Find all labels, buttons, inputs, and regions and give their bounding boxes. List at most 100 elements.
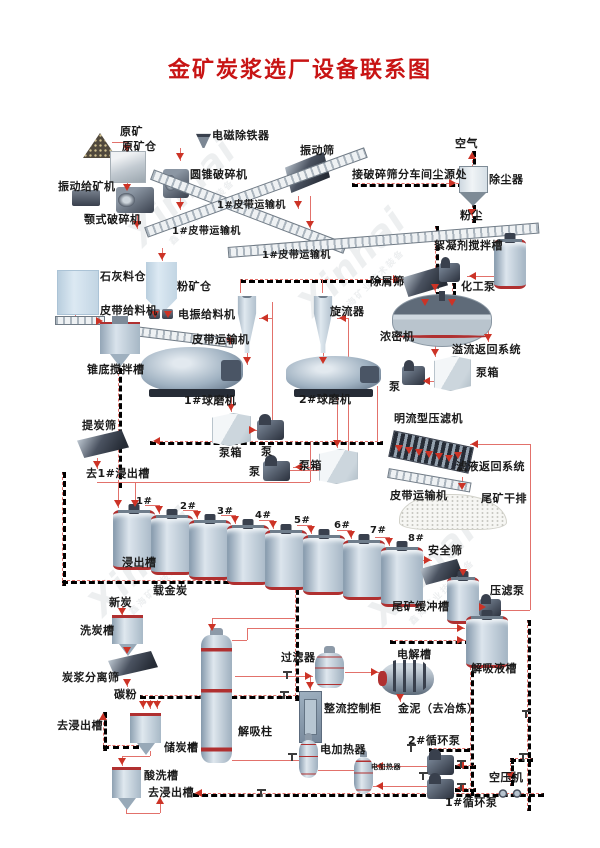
flow-arrow <box>295 463 302 471</box>
flow-arrow <box>424 556 431 564</box>
flow-arrow <box>99 713 107 720</box>
pipe <box>337 394 338 448</box>
label-pump-1: 泵 <box>261 445 273 458</box>
valve-icon <box>519 753 528 761</box>
pump-box-icon <box>434 356 471 391</box>
label-circulation-pump-2: 2#循环泵 <box>408 734 461 747</box>
flow-arrow <box>155 506 163 513</box>
label-belt-conveyor-3: 皮带运输机 <box>390 489 448 502</box>
pipe <box>318 770 354 771</box>
tailings-pile-icon <box>399 494 507 530</box>
label-pump-right: 泵 <box>389 380 401 393</box>
pipe <box>455 788 476 792</box>
flow-arrow <box>227 404 235 411</box>
flow-arrow <box>176 153 184 160</box>
label-circulation-pump-1: 1#循环泵 <box>445 796 498 809</box>
pipe <box>160 796 161 813</box>
label-desorption-liquid-tank: 解吸液槽 <box>471 662 517 675</box>
flow-arrow <box>319 357 327 364</box>
label-belt-conveyor-1b: 1#皮带运输机 <box>172 226 241 237</box>
ball-mill-2-icon <box>286 356 381 397</box>
label-tank-4: 4# <box>255 510 272 521</box>
flow-arrow <box>459 569 467 576</box>
label-air: 空气 <box>455 137 478 150</box>
leaching-tank-1-icon <box>113 510 155 570</box>
label-air-compressor: 空压机 <box>489 771 524 784</box>
valve-icon <box>407 744 416 752</box>
flow-arrow <box>431 284 439 291</box>
flow-arrow <box>133 221 141 228</box>
flow-arrow <box>158 253 166 260</box>
desorption-liquid-tank-icon <box>466 616 508 668</box>
flow-arrow <box>376 782 383 790</box>
pipe <box>527 620 531 811</box>
pipe <box>193 793 544 797</box>
pipe <box>375 537 389 538</box>
label-desorption-column: 解吸柱 <box>238 725 273 738</box>
flow-arrow <box>393 275 400 283</box>
valve-icon <box>283 671 292 679</box>
label-raw-ore: 原矿 <box>120 125 143 138</box>
flow-arrow <box>131 500 139 507</box>
lime-bin-icon <box>57 270 99 315</box>
label-tank-6: 6# <box>334 520 351 531</box>
flow-arrow <box>176 202 184 209</box>
pipe <box>467 276 494 277</box>
flow-arrow <box>118 758 126 765</box>
flow-arrow <box>151 311 159 318</box>
flow-arrow <box>506 772 514 779</box>
pipe <box>470 662 474 796</box>
flow-arrow <box>421 299 429 306</box>
flocculant-tank-icon <box>494 239 526 289</box>
label-dust: 粉尘 <box>460 209 483 222</box>
electric-heater-icon <box>354 750 373 794</box>
label-filter-press: 明流型压滤机 <box>394 412 463 425</box>
leaching-tank-7-icon <box>343 540 385 600</box>
pipe <box>322 279 323 293</box>
label-pump-box-1: 泵箱 <box>219 446 242 459</box>
raw-ore-bin-icon <box>110 151 146 183</box>
label-carbon-screen: 提炭筛 <box>82 419 117 432</box>
label-raw-ore-bin: 原矿仓 <box>122 140 157 153</box>
belt-feeder-icon <box>55 316 105 325</box>
flow-arrow <box>425 451 433 458</box>
pipe <box>235 676 313 677</box>
pipe <box>377 386 378 441</box>
cone-bottom-tank-icon <box>100 316 140 354</box>
label-dry-tailings: 尾矿干排 <box>481 492 527 505</box>
flow-arrow <box>479 603 486 611</box>
label-filter: 过滤器 <box>281 651 316 664</box>
flow-arrow <box>231 516 239 523</box>
pipe <box>135 482 136 508</box>
flow-arrow <box>448 299 456 306</box>
flow-arrow <box>243 357 251 364</box>
valve-icon <box>188 744 197 752</box>
valve-icon <box>457 783 466 791</box>
valve-icon <box>522 710 531 718</box>
jaw-crusher-icon <box>116 187 154 213</box>
valve-icon <box>419 772 428 780</box>
pipe <box>310 441 311 482</box>
flow-arrow <box>435 453 443 460</box>
label-tank-7: 7# <box>370 525 387 536</box>
flow-arrow <box>396 694 404 701</box>
flow-arrow <box>471 440 478 448</box>
label-chemical-pump: 化工泵 <box>461 280 496 293</box>
flow-arrow <box>123 679 131 686</box>
flow-arrow <box>423 377 430 385</box>
label-dust-collector: 除尘器 <box>489 173 524 186</box>
label-ball-mill-2: 2#球磨机 <box>299 393 352 406</box>
flow-arrow <box>333 440 341 447</box>
pipe <box>118 368 122 488</box>
label-flocculant-tank: 絮凝剂搅拌槽 <box>434 239 503 252</box>
label-tank-3: 3# <box>217 506 234 517</box>
label-acid-wash-tank: 酸洗槽 <box>144 769 179 782</box>
pipe <box>126 813 160 814</box>
label-pump-2: 泵 <box>249 465 261 478</box>
label-belt-feeder: 皮带给料机 <box>100 304 158 317</box>
filter-icon <box>315 646 344 688</box>
label-vibrating-screen: 振动筛 <box>300 144 335 157</box>
flow-arrow <box>307 526 315 533</box>
label-pump-box-right: 泵箱 <box>476 366 499 379</box>
valve-icon <box>457 760 466 768</box>
